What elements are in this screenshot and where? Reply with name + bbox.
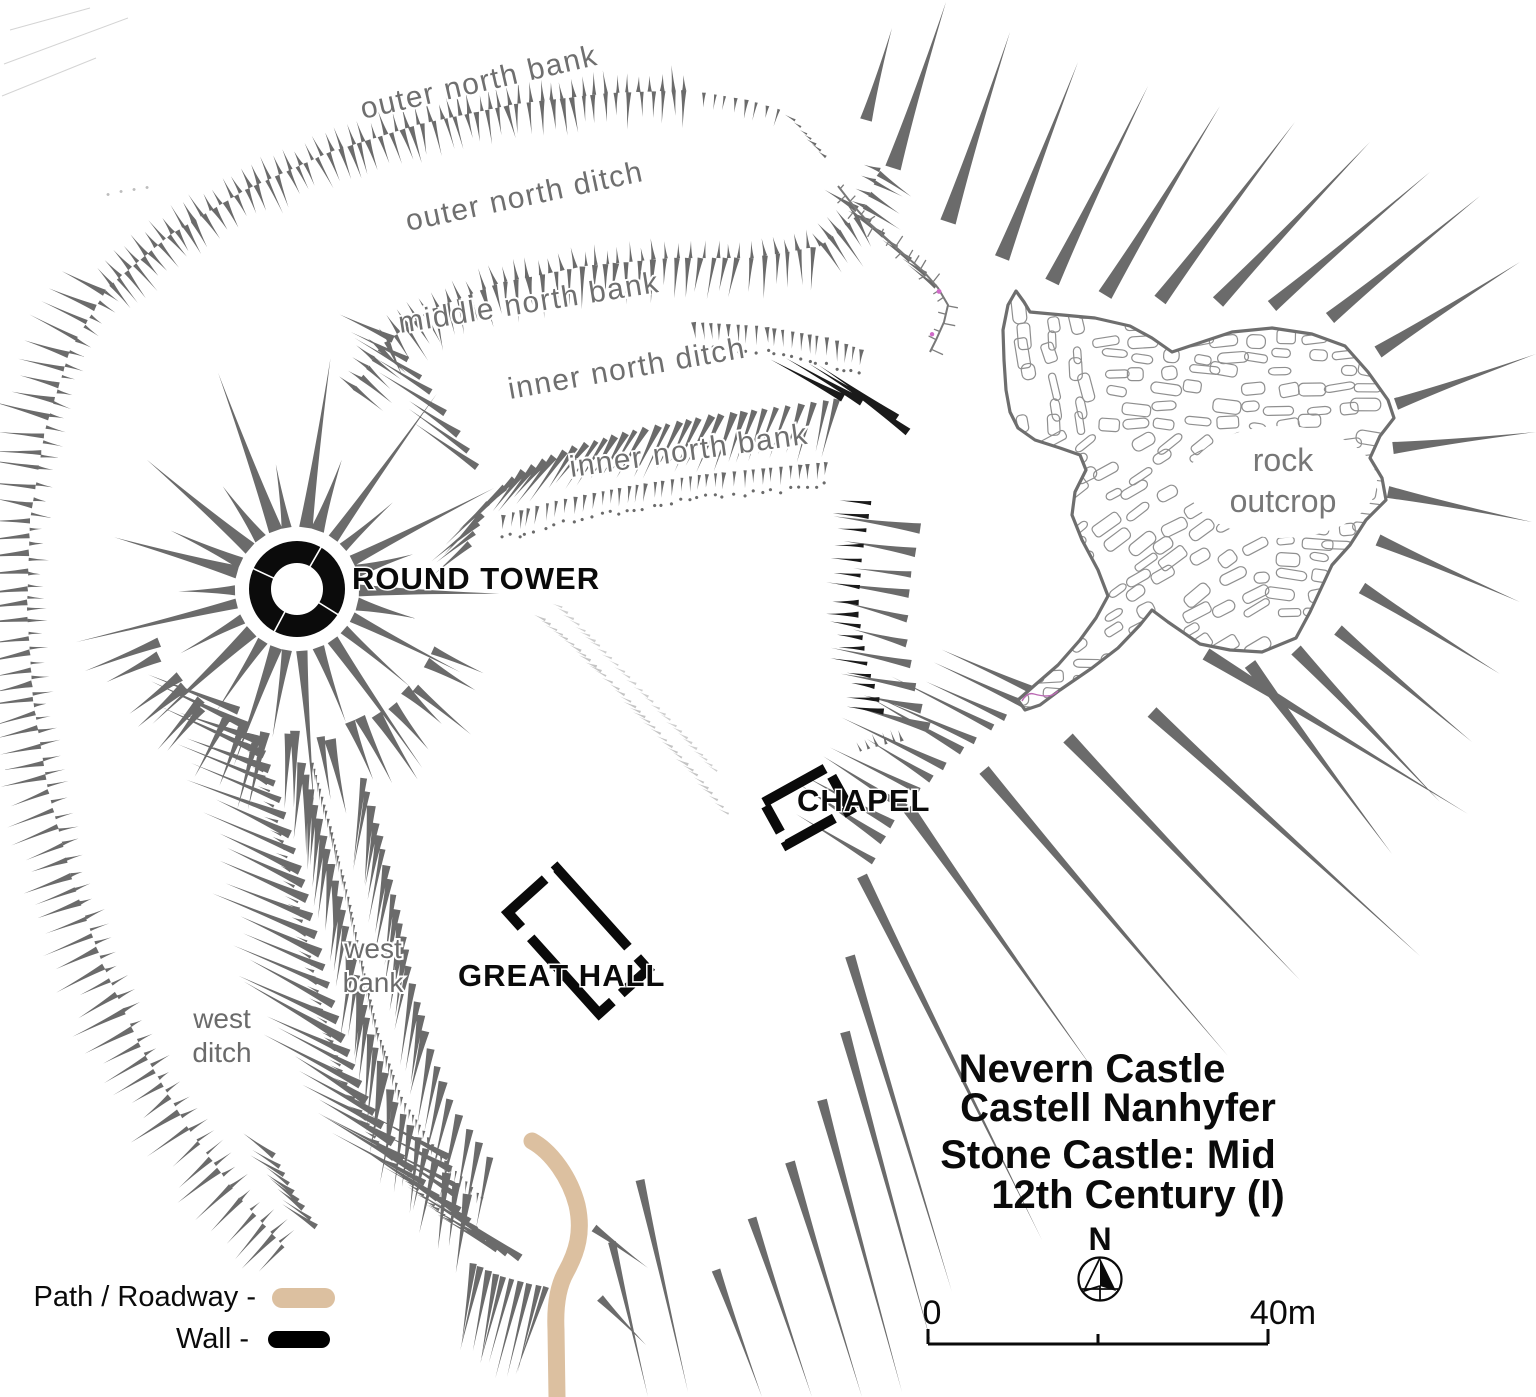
legend: Path / Roadway - Wall - (34, 1281, 335, 1355)
legend-path-swatch (272, 1288, 335, 1308)
slope-wedges (591, 2, 1536, 1397)
roadway-path (523, 1132, 588, 1397)
label-outer-north-ditch: outer north ditch (403, 155, 647, 238)
label-rock-outcrop-1: rock (1253, 442, 1314, 478)
buildings (500, 760, 857, 1021)
hachures-gray (0, 65, 1041, 1379)
round-tower (249, 541, 345, 637)
label-west-bank-2: bank (343, 967, 405, 998)
faint-pencil-marks (1, 7, 149, 196)
label-inner-north-ditch: inner north ditch (505, 332, 748, 406)
great-hall-walls (500, 861, 656, 1021)
north-label: N (1088, 1221, 1111, 1257)
title-line-4: 12th Century (I) (991, 1173, 1284, 1217)
scale-start-label: 0 (923, 1294, 942, 1332)
label-chapel: CHAPEL (797, 783, 930, 818)
scale-end-label: 40m (1250, 1294, 1316, 1332)
title-block: Nevern Castle Castell Nanhyfer Stone Cas… (940, 1047, 1284, 1217)
scarp-squiggle-lines (837, 184, 1059, 702)
north-arrow: N (1077, 1221, 1123, 1302)
scale-bar: 0 40m (923, 1294, 1316, 1346)
label-west-bank-1: west (343, 933, 402, 964)
label-west-ditch-2: ditch (192, 1037, 251, 1068)
hachures-light (534, 603, 730, 815)
label-west-ditch-1: west (192, 1003, 251, 1034)
label-great-hall: GREAT HALL (458, 958, 665, 993)
title-line-1: Nevern Castle (959, 1047, 1226, 1091)
compass-needle-fill-icon (1100, 1258, 1116, 1291)
title-line-2: Castell Nanhyfer (960, 1086, 1276, 1130)
compass-needle-outline-icon (1082, 1257, 1101, 1293)
label-round-tower: ROUND TOWER (352, 561, 600, 596)
label-rock-outcrop-2: outcrop (1230, 483, 1337, 519)
legend-wall-label: Wall - (176, 1323, 249, 1355)
legend-path-label: Path / Roadway - (34, 1281, 256, 1313)
label-inner-north-bank: inner north bank (567, 418, 810, 484)
title-line-3: Stone Castle: Mid (940, 1133, 1276, 1177)
legend-wall-swatch (268, 1331, 330, 1348)
compass-circle-icon (1077, 1256, 1123, 1302)
chapel-walls (757, 760, 857, 852)
